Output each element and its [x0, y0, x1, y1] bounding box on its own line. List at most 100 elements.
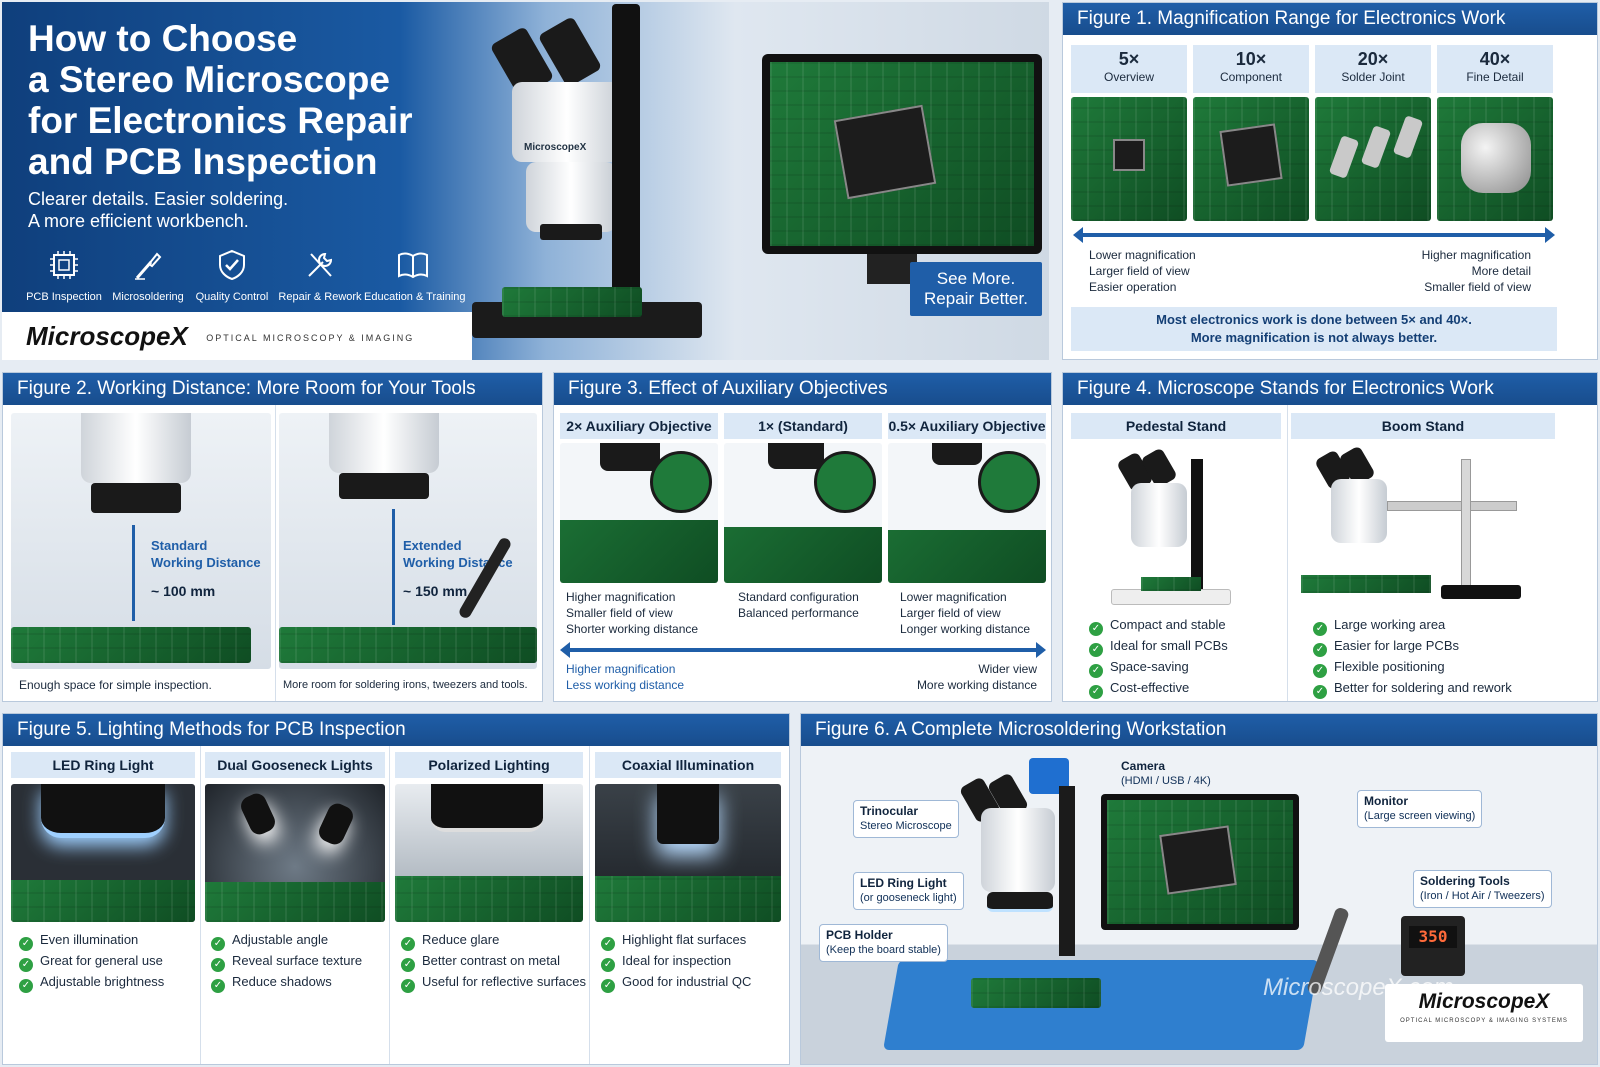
gooseneck-points: ✓Adjustable angle ✓Reveal surface textur… [205, 930, 385, 993]
boom-stand-column: Boom Stand ✓Large working area ✓Easier f… [1291, 413, 1555, 699]
polarized-image [395, 784, 583, 922]
mag-left-notes: Lower magnification Larger field of view… [1089, 248, 1196, 294]
magnification-columns: 5×Overview 10×Component 20×Solder Joint … [1071, 45, 1591, 225]
check-icon: ✓ [1089, 622, 1103, 636]
hero-monitor [762, 54, 1042, 254]
ws-monitor [1101, 794, 1299, 930]
feature-education-training: Education & Training [364, 248, 466, 303]
objective-image-05x [888, 443, 1046, 583]
coaxial-points: ✓Highlight flat surfaces ✓Ideal for insp… [595, 930, 781, 993]
lighting-polarized: Polarized Lighting ✓Reduce glare ✓Better… [395, 752, 586, 993]
work-mat [883, 960, 1319, 1050]
lighting-gooseneck: Dual Gooseneck Lights ✓Adjustable angle … [205, 752, 385, 993]
mag-column-10x: 10×Component [1193, 45, 1309, 221]
check-icon: ✓ [601, 937, 615, 951]
objective-left-axis: Higher magnification Less working distan… [566, 662, 685, 692]
figure-1-panel: Figure 1. Magnification Range for Electr… [1062, 2, 1598, 360]
cta-box: See More. Repair Better. [910, 262, 1042, 316]
standard-distance-label: Standard Working Distance ~ 100 mm [151, 538, 261, 599]
brand-logo: MicroscopeX [26, 321, 188, 351]
mag-image-10x [1193, 97, 1309, 221]
mag-head: 40×Fine Detail [1437, 45, 1553, 93]
figure-2-title: Figure 2. Working Distance: More Room fo… [3, 373, 542, 405]
mag-head: 20×Solder Joint [1315, 45, 1431, 93]
microscope-pillar [612, 4, 640, 304]
objective-column-1x: 1× (Standard) Standard configuration Bal… [724, 413, 882, 621]
pcb-chip-icon [50, 251, 78, 279]
check-icon: ✓ [211, 958, 225, 972]
figure-3-title: Figure 3. Effect of Auxiliary Objectives [554, 373, 1051, 405]
open-book-icon [398, 252, 428, 279]
coaxial-image [595, 784, 781, 922]
ws-monitor-screen [1107, 800, 1293, 924]
feature-pcb-inspection: PCB Inspection [24, 248, 104, 303]
hero-subtitle: Clearer details. Easier soldering. A mor… [28, 189, 289, 231]
mag-column-5x: 5×Overview [1071, 45, 1187, 221]
monitor-chip [833, 104, 937, 200]
ws-brand-logo: MicroscopeX [1418, 990, 1550, 1013]
callout-pcb-holder: PCB Holder(Keep the board stable) [819, 924, 948, 962]
check-icon: ✓ [19, 979, 33, 993]
objective-column-05x: 0.5× Auxiliary Objective Lower magnifica… [888, 413, 1046, 637]
figure-2-panel: Figure 2. Working Distance: More Room fo… [2, 372, 543, 702]
ws-ring-light [987, 892, 1053, 912]
ws-pcb [971, 978, 1101, 1008]
monitor-stand [867, 254, 917, 284]
wrench-screwdriver-icon [308, 252, 333, 277]
pedestal-stand-points: ✓Compact and stable ✓Ideal for small PCB… [1071, 615, 1281, 699]
check-icon: ✓ [1313, 664, 1327, 678]
shield-check-icon [219, 249, 245, 281]
microscope-body [526, 162, 616, 232]
callout-ring-light: LED Ring Light(or gooseneck light) [853, 872, 964, 910]
led-ring-image [11, 784, 195, 922]
figure-6-panel: Figure 6. A Complete Microsoldering Work… [800, 713, 1598, 1065]
extended-distance-image: Extended Working Distance ~ 150 mm [279, 413, 537, 669]
check-icon: ✓ [1313, 622, 1327, 636]
callout-soldering-tools: Soldering Tools(Iron / Hot Air / Tweezer… [1413, 870, 1552, 908]
polarized-points: ✓Reduce glare ✓Better contrast on metal … [395, 930, 586, 993]
ws-pillar [1059, 786, 1075, 956]
gooseneck-image [205, 784, 385, 922]
brand-tagline: OPTICAL MICROSCOPY & IMAGING SYSTEMS [206, 333, 415, 343]
check-icon: ✓ [1089, 664, 1103, 678]
figure-1-title: Figure 1. Magnification Range for Electr… [1063, 3, 1597, 35]
figure-5-title: Figure 5. Lighting Methods for PCB Inspe… [3, 714, 789, 746]
standard-distance-caption: Enough space for simple inspection. [19, 678, 212, 692]
mag-head: 5×Overview [1071, 45, 1187, 93]
feature-quality-control: Quality Control [192, 248, 272, 303]
check-icon: ✓ [19, 937, 33, 951]
feature-repair-rework: Repair & Rework [278, 248, 362, 303]
hero-microscope: MicroscopeX [472, 4, 712, 342]
check-icon: ✓ [211, 979, 225, 993]
boom-stand-image [1291, 439, 1555, 609]
monitor-screen [770, 62, 1034, 246]
microscope-head [512, 82, 622, 162]
check-icon: ✓ [601, 958, 615, 972]
mag-column-40x: 40×Fine Detail [1437, 45, 1553, 221]
ws-solder-station: 350 [1401, 916, 1465, 976]
mag-column-20x: 20×Solder Joint [1315, 45, 1431, 221]
pedestal-stand-column: Pedestal Stand ✓Compact and stable ✓Idea… [1071, 413, 1281, 699]
ws-brand-tagline: OPTICAL MICROSCOPY & IMAGING SYSTEMS [1400, 1018, 1568, 1024]
check-icon: ✓ [1313, 685, 1327, 699]
check-icon: ✓ [211, 937, 225, 951]
mag-right-notes: Higher magnification More detail Smaller… [1421, 248, 1531, 294]
objective-column-2x: 2× Auxiliary Objective Higher magnificat… [560, 413, 718, 637]
figure-5-panel: Figure 5. Lighting Methods for PCB Inspe… [2, 713, 790, 1065]
magnification-arrow [1073, 227, 1555, 243]
figure-6-title: Figure 6. A Complete Microsoldering Work… [801, 714, 1597, 746]
led-ring-points: ✓Even illumination ✓Great for general us… [11, 930, 195, 993]
hero-brand-strip: MicroscopeX OPTICAL MICROSCOPY & IMAGING… [2, 312, 472, 360]
soldering-iron-icon [135, 252, 162, 280]
check-icon: ✓ [1313, 643, 1327, 657]
pedestal-stand-image [1071, 439, 1281, 609]
mag-note-box: Most electronics work is done between 5×… [1071, 307, 1557, 351]
check-icon: ✓ [1089, 643, 1103, 657]
feature-microsoldering: Microsoldering [108, 248, 188, 303]
check-icon: ✓ [401, 937, 415, 951]
objective-image-2x [560, 443, 718, 583]
check-icon: ✓ [401, 979, 415, 993]
figure-3-panel: Figure 3. Effect of Auxiliary Objectives… [553, 372, 1052, 702]
